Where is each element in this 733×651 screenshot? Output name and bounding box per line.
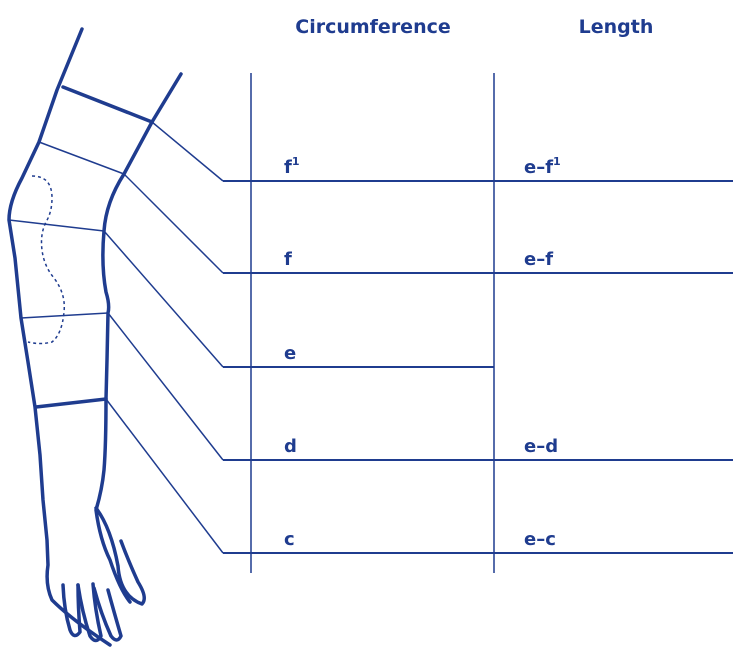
hand-finger-3 <box>92 586 123 642</box>
leader-line-f1 <box>151 121 224 182</box>
hand-finger-2 <box>76 582 103 643</box>
circumference-label-d: d <box>284 436 297 457</box>
leader-line-e <box>103 230 224 368</box>
table-grid <box>250 73 495 573</box>
band-c-thick <box>34 397 108 409</box>
hand-finger-1 <box>61 583 82 638</box>
length-label-e-f: e–f <box>524 249 553 270</box>
circumference-label-e: e <box>284 343 296 364</box>
band-e <box>8 219 105 232</box>
length-label-e-f1: e–f1 <box>524 155 561 178</box>
circumference-label-f: f <box>284 249 292 270</box>
band-f <box>38 141 125 175</box>
leader-line-c <box>105 398 224 554</box>
length-label-e-c: e–c <box>524 529 556 550</box>
leader-lines <box>103 121 224 554</box>
elbow-dashed-outline <box>27 175 66 345</box>
arm-outline <box>7 27 183 647</box>
band-d <box>20 312 109 319</box>
length-label-e-d: e–d <box>524 436 558 457</box>
leader-line-d <box>107 312 224 461</box>
band-top-thick <box>61 85 154 124</box>
header-circumference: Circumference <box>295 16 451 38</box>
measuring-bands <box>8 85 154 409</box>
row-lines <box>223 180 733 554</box>
circumference-label-f1: f1 <box>284 155 300 178</box>
arm-front-contour <box>94 72 183 604</box>
arm-back-contour <box>7 27 112 647</box>
hand-thumb <box>94 506 146 606</box>
header-length: Length <box>579 16 654 38</box>
leader-line-f <box>123 173 224 274</box>
circumference-label-c: c <box>284 529 295 550</box>
